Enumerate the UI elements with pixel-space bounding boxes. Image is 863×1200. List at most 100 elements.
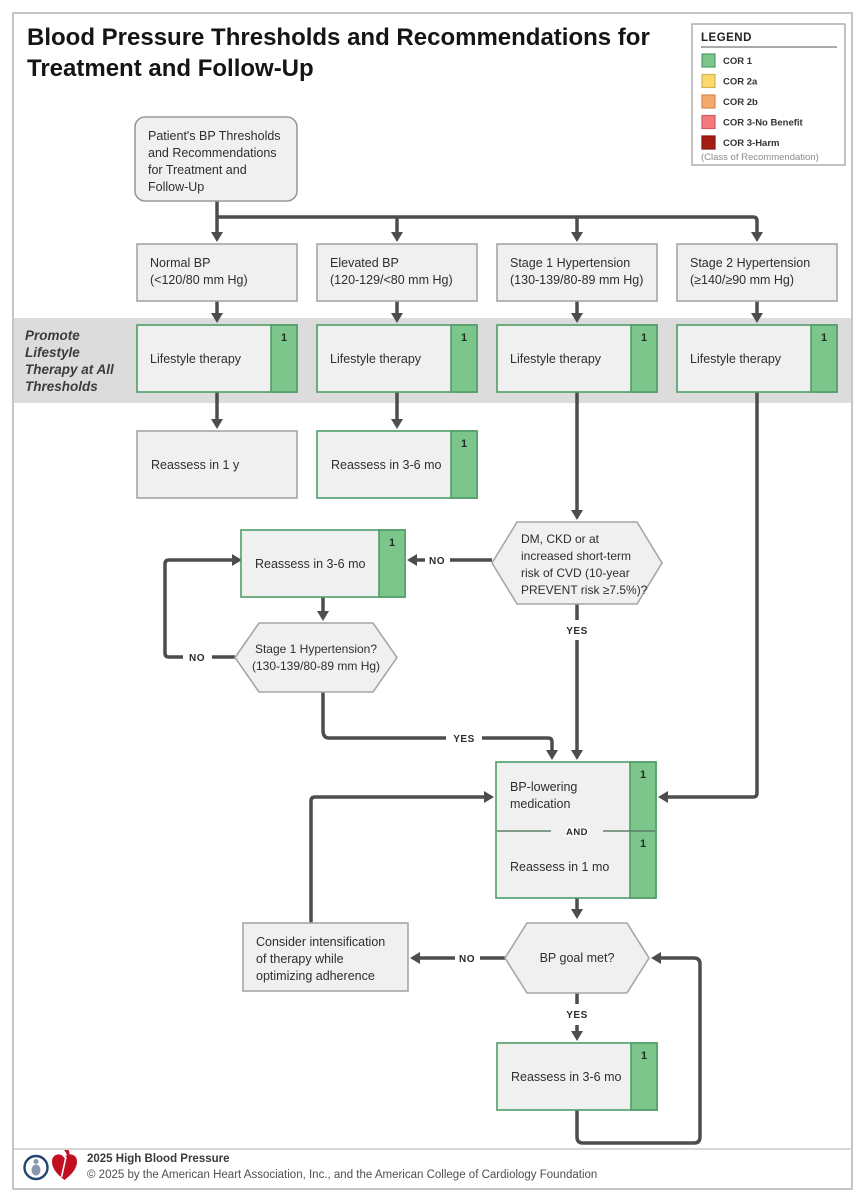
- decision-line: risk of CVD (10-year: [521, 566, 630, 580]
- legend-label: COR 3-Harm: [723, 138, 780, 149]
- rec-label: Consider intensification: [256, 935, 385, 949]
- category-box: [676, 243, 838, 302]
- decision-line: PREVENT risk ≥7.5%)?: [521, 583, 648, 597]
- category-box: [316, 243, 478, 302]
- cor3-no-benefit-swatch-icon: [701, 114, 716, 130]
- cor-badge: 1: [821, 332, 827, 344]
- yes-label: YES: [566, 626, 588, 637]
- rec-label: Reassess in 1 y: [151, 458, 240, 472]
- acc-logo-icon: [23, 1154, 49, 1181]
- node-reassess-36-elevated: 1 Reassess in 3-6 mo: [316, 430, 478, 499]
- legend-note: (Class of Recommendation): [701, 152, 819, 163]
- rec-label: Reassess in 3-6 mo: [255, 557, 366, 571]
- rec-label: Lifestyle therapy: [690, 352, 782, 366]
- node-root: Patient's BP Thresholds and Recommendati…: [134, 116, 298, 202]
- arrow-head: [571, 313, 583, 323]
- arrow-head: [571, 750, 583, 760]
- arrow-head: [232, 554, 242, 566]
- arrow-head: [751, 232, 763, 242]
- arrow-head: [211, 419, 223, 429]
- arrow-head: [484, 791, 494, 803]
- cor-badge: 1: [461, 438, 467, 450]
- rec-box: [242, 922, 409, 992]
- root-line: for Treatment and: [148, 163, 247, 177]
- category-box: [496, 243, 658, 302]
- rec-label: of therapy while: [256, 952, 344, 966]
- category-box: [136, 243, 298, 302]
- aha-torch: [60, 1156, 67, 1178]
- page-frame: [12, 12, 853, 1190]
- arrow-head: [407, 554, 417, 566]
- node-reassess-1y: Reassess in 1 y: [136, 430, 298, 499]
- legend: LEGEND COR 1 COR 2a COR 2b COR 3-No Bene…: [691, 23, 846, 166]
- arrow-head: [651, 952, 661, 964]
- aha-flame: [64, 1150, 70, 1159]
- decision-line: DM, CKD or at: [521, 532, 600, 546]
- cor1-stripe: [378, 529, 406, 598]
- arrow-head: [571, 232, 583, 242]
- node-lifestyle-2: 1 Lifestyle therapy: [316, 324, 478, 393]
- connector-stage1-no-loop: [163, 558, 235, 659]
- cor1-stripe: [630, 1042, 658, 1111]
- rec-label: Reassess in 3-6 mo: [511, 1070, 622, 1084]
- decision-line: (130-139/80-89 mm Hg): [252, 659, 380, 673]
- cor-badge: 1: [640, 838, 646, 850]
- node-stage1-htn: Stage 1 Hypertension (130-139/80-89 mm H…: [496, 243, 658, 302]
- rec-label: Lifestyle therapy: [150, 352, 242, 366]
- legend-item-cor2a: COR 2a: [701, 73, 758, 89]
- page-title: Blood Pressure Thresholds and Recommenda…: [27, 24, 650, 82]
- category-line: Stage 2 Hypertension: [690, 256, 810, 270]
- legend-label: COR 2b: [723, 97, 758, 108]
- connector-consider-loop: [309, 795, 484, 923]
- cor1-stripe: [629, 761, 657, 899]
- arrow-head: [211, 313, 223, 323]
- arrow-head: [317, 611, 329, 621]
- root-line: Patient's BP Thresholds: [148, 129, 281, 143]
- arrow-head: [658, 791, 668, 803]
- acc-logo-figure-head: [33, 1159, 39, 1164]
- cor-badge: 1: [640, 769, 646, 781]
- no-label: NO: [189, 653, 205, 664]
- arrow-head: [571, 909, 583, 919]
- cor2a-swatch-icon: [701, 73, 716, 89]
- node-stage1-question: Stage 1 Hypertension? (130-139/80-89 mm …: [234, 622, 398, 693]
- legend-label: COR 2a: [723, 77, 758, 88]
- yes-label: YES: [566, 1010, 588, 1021]
- decision-hexagon: [491, 521, 663, 605]
- title-line-1: Blood Pressure Thresholds and Recommenda…: [27, 24, 650, 51]
- node-elevated-bp: Elevated BP (120-129/<80 mm Hg): [316, 243, 478, 302]
- rec-label: Lifestyle therapy: [510, 352, 602, 366]
- cor2b-swatch-icon: [701, 94, 716, 109]
- node-reassess-36-final: 1 Reassess in 3-6 mo: [496, 1042, 658, 1111]
- arrow-head: [391, 419, 403, 429]
- cor-badge: 1: [641, 1050, 647, 1062]
- footer-line-1: 2025 High Blood Pressure: [87, 1153, 230, 1165]
- cor-badge: 1: [641, 332, 647, 344]
- node-lifestyle-3: 1 Lifestyle therapy: [496, 324, 658, 393]
- cor1-swatch-icon: [701, 53, 716, 68]
- footer: 2025 High Blood Pressure © 2025 by the A…: [14, 1148, 851, 1181]
- band-line: Thresholds: [25, 379, 98, 394]
- category-line: Stage 1 Hypertension: [510, 256, 630, 270]
- arrow-head: [751, 313, 763, 323]
- node-bp-med: 1 1 BP-lowering medication AND Reassess …: [495, 761, 657, 899]
- cor-badge: 1: [281, 332, 287, 344]
- cor-badge: 1: [389, 537, 395, 549]
- category-line: Elevated BP: [330, 256, 399, 270]
- node-lifestyle-1: 1 Lifestyle therapy: [136, 324, 298, 393]
- node-bp-goal-question: BP goal met?: [504, 922, 650, 994]
- band-label: Promote Lifestyle Therapy at All Thresho…: [25, 328, 114, 394]
- cor-badge: 1: [461, 332, 467, 344]
- legend-label: COR 3-No Benefit: [723, 118, 804, 129]
- connector-bottom-loop: [575, 956, 702, 1145]
- rec-label: Lifestyle therapy: [330, 352, 422, 366]
- title-line-2: Treatment and Follow-Up: [27, 55, 314, 82]
- rec-label: Reassess in 1 mo: [510, 860, 609, 874]
- arrow-head: [546, 750, 558, 760]
- arrowheads: [211, 232, 763, 1041]
- cor1-stripe: [630, 324, 658, 393]
- node-normal-bp: Normal BP (<120/80 mm Hg): [136, 243, 298, 302]
- rec-label: optimizing adherence: [256, 969, 375, 983]
